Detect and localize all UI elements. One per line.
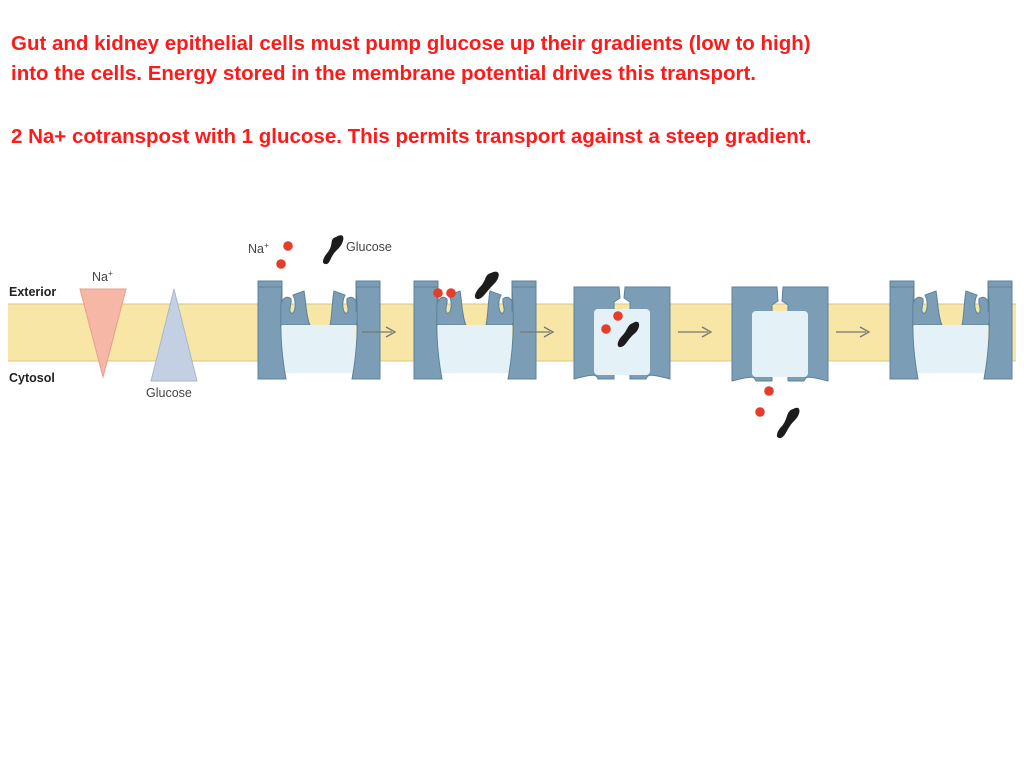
internal-sodium-ion bbox=[601, 324, 611, 334]
headline-line-2: into the cells. Energy stored in the mem… bbox=[11, 62, 756, 85]
transporter-step-4 bbox=[731, 286, 829, 439]
legend-glucose-label: Glucose bbox=[346, 240, 392, 254]
symport-diagram: Exterior Cytosol Na+ Glucose Na+ Glucose bbox=[8, 235, 1016, 439]
gradient-glucose-label: Glucose bbox=[146, 386, 192, 400]
bound-sodium-ion bbox=[433, 288, 443, 298]
transporter-step-1 bbox=[257, 280, 381, 380]
legend-glucose-molecule bbox=[322, 235, 344, 265]
step-arrow bbox=[520, 326, 555, 338]
glucose-gradient-triangle bbox=[150, 288, 198, 382]
transporter-step-2 bbox=[413, 271, 537, 380]
headline-line-1: Gut and kidney epithelial cells must pum… bbox=[11, 32, 811, 55]
released-sodium-ion bbox=[764, 386, 774, 396]
headline-text: Gut and kidney epithelial cells must pum… bbox=[11, 29, 1021, 89]
gradient-sodium-label: Na+ bbox=[92, 268, 113, 284]
legend-sodium-ion bbox=[276, 259, 286, 269]
released-glucose-molecule bbox=[776, 407, 800, 439]
cytosol-label: Cytosol bbox=[9, 371, 55, 385]
step-arrow bbox=[836, 326, 871, 338]
bound-sodium-ion bbox=[446, 288, 456, 298]
internal-sodium-ion bbox=[613, 311, 623, 321]
transporter-step-3 bbox=[573, 286, 671, 380]
step-arrow bbox=[362, 326, 397, 338]
legend-sodium-label: Na+ bbox=[248, 240, 269, 256]
legend-sodium-ion bbox=[283, 241, 293, 251]
step-arrow bbox=[678, 326, 713, 338]
bound-glucose-molecule bbox=[474, 271, 499, 300]
transporter-step-5 bbox=[889, 280, 1013, 380]
released-sodium-ion bbox=[755, 407, 765, 417]
exterior-label: Exterior bbox=[9, 285, 56, 299]
internal-glucose-molecule bbox=[617, 321, 640, 348]
sodium-gradient-triangle bbox=[79, 288, 127, 379]
headline-line-3: 2 Na+ cotranspost with 1 glucose. This p… bbox=[11, 125, 812, 148]
cotransport-statement: 2 Na+ cotranspost with 1 glucose. This p… bbox=[11, 122, 1021, 152]
